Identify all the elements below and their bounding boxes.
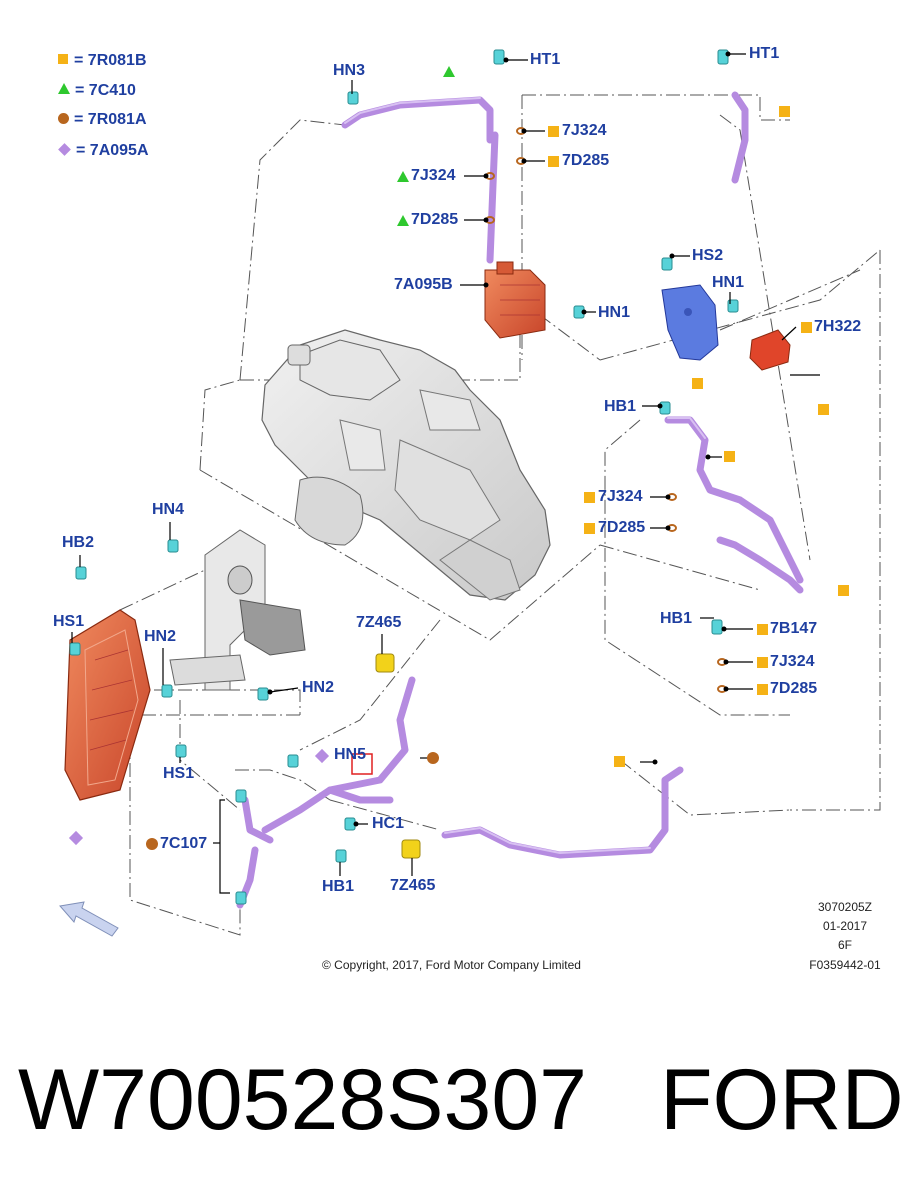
hose-highlights — [344, 97, 706, 855]
callout-hs1: HS1 — [53, 613, 85, 630]
callout-7a095b: 7A095B — [394, 276, 453, 293]
parts-diagram — [59, 49, 881, 937]
callout-7d285: 7D285 — [598, 519, 646, 536]
callout-hn3: HN3 — [333, 62, 366, 79]
callout-hn1: HN1 — [712, 274, 745, 291]
leader-lines — [71, 53, 820, 894]
callout-7j324: 7J324 — [770, 653, 815, 670]
triangle-icon — [58, 83, 70, 94]
legend-row-triangle: = 7C410 — [58, 82, 136, 100]
callout-hn4: HN4 — [152, 501, 185, 518]
leader-dots — [267, 51, 731, 827]
callout-7d285: 7D285 — [411, 211, 459, 228]
callout-7z465: 7Z465 — [356, 614, 402, 631]
circle-icon — [58, 113, 69, 124]
transmission-assembly — [261, 329, 551, 601]
drawing-code: 3070205Z — [817, 900, 873, 914]
legend-row-diamond: = 7A095A — [58, 142, 149, 160]
legend-label: = 7R081B — [74, 52, 147, 69]
drawing-date: 01-2017 — [822, 919, 868, 933]
highlight-box — [351, 753, 373, 775]
diagram-markers — [68, 66, 849, 850]
callout-hb1: HB1 — [322, 878, 355, 895]
callout-hc1: HC1 — [372, 815, 405, 832]
callout-hn2: HN2 — [302, 679, 335, 696]
fittings-7z465 — [375, 653, 421, 859]
copyright-notice: © Copyright, 2017, Ford Motor Company Li… — [322, 958, 581, 972]
callout-7z465: 7Z465 — [390, 877, 436, 894]
view-arrow-icon — [59, 901, 119, 937]
callout-hn5: HN5 — [334, 746, 367, 763]
mount-bracket — [169, 529, 306, 691]
callout-hb1: HB1 — [604, 398, 637, 415]
cooler-bracket — [661, 284, 719, 361]
brand-name: FORD — [660, 1052, 904, 1148]
callout-7b147: 7B147 — [770, 620, 818, 637]
callout-hb2: HB2 — [62, 534, 95, 551]
callout-7j324: 7J324 — [411, 167, 456, 184]
callout-hs2: HS2 — [692, 247, 724, 264]
clips — [69, 49, 739, 905]
drawing-id: F0359442-01 — [809, 958, 881, 972]
diamond-icon — [58, 143, 71, 156]
callout-7j324: 7J324 — [562, 122, 607, 139]
fluid-cooler-7a095b — [484, 261, 546, 339]
part-number: W700528S307 — [18, 1052, 587, 1148]
legend-row-square: = 7R081B — [58, 52, 147, 70]
callout-7j324: 7J324 — [598, 488, 643, 505]
legend-label: = 7C410 — [75, 82, 136, 99]
legend-label: = 7R081A — [74, 111, 147, 128]
callout-ht1: HT1 — [749, 45, 780, 62]
callout-hb1: HB1 — [660, 610, 693, 627]
callout-hs1: HS1 — [163, 765, 195, 782]
callout-7c107: 7C107 — [160, 835, 208, 852]
legend-label: = 7A095A — [76, 142, 149, 159]
radiator-cooler — [64, 609, 151, 801]
drawing-rev: 6F — [837, 938, 852, 952]
callout-hn1: HN1 — [598, 304, 631, 321]
callout-ht1: HT1 — [530, 51, 561, 68]
callout-hn2: HN2 — [144, 628, 177, 645]
part-7h322 — [749, 329, 791, 371]
callout-7h322: 7H322 — [814, 318, 862, 335]
callout-7d285: 7D285 — [562, 152, 610, 169]
callout-7d285: 7D285 — [770, 680, 818, 697]
hoses — [236, 91, 804, 909]
legend-row-circle: = 7R081A — [58, 111, 147, 129]
square-icon — [58, 54, 68, 64]
